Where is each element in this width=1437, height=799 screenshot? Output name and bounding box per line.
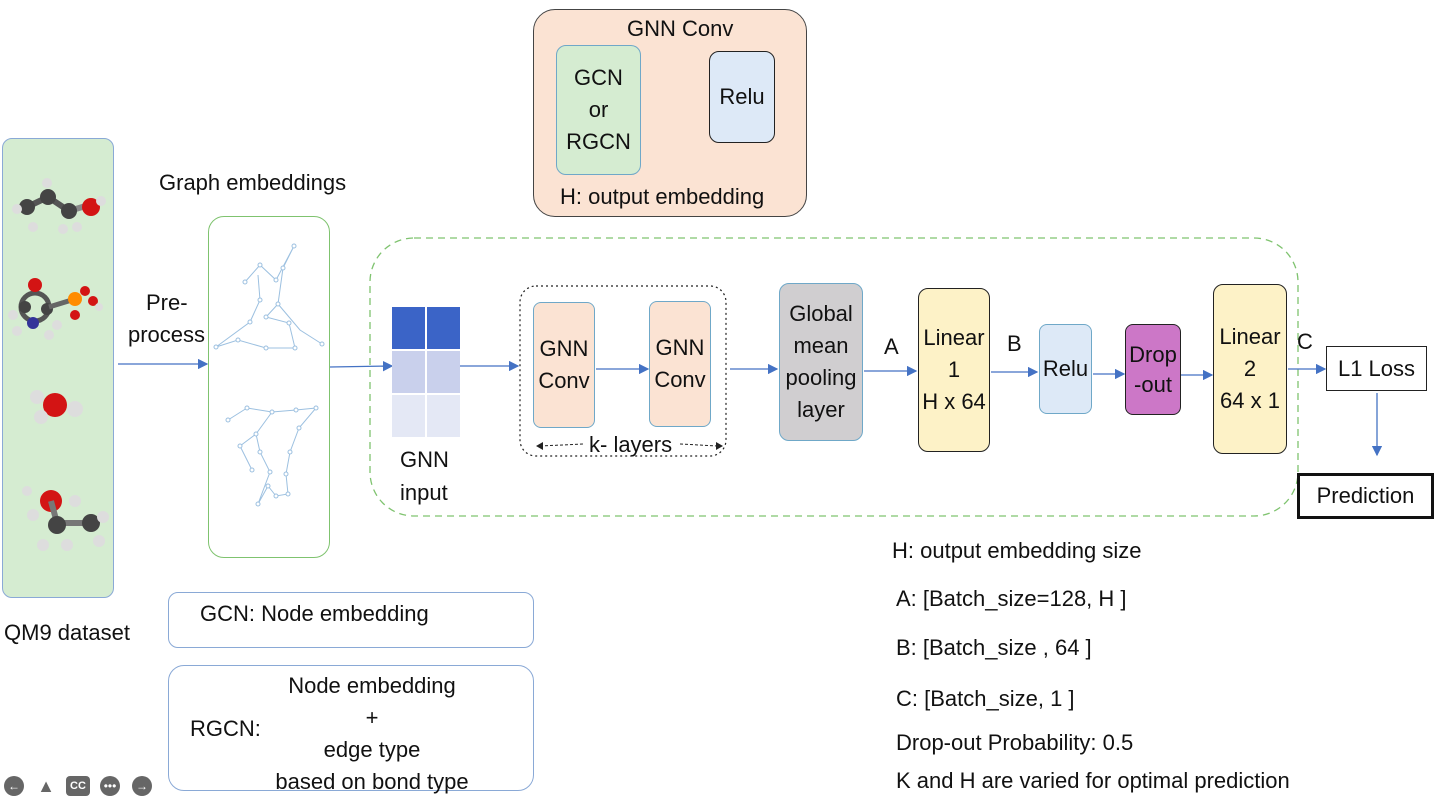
preprocess-label-1: Pre- — [146, 290, 188, 315]
molecule-2 — [8, 278, 103, 340]
l1-loss-box: L1 Loss — [1326, 346, 1427, 391]
edge-label-c: C — [1297, 329, 1313, 354]
gnn-input-label-2: input — [400, 480, 448, 505]
note-a: A: [Batch_size=128, H ] — [896, 586, 1127, 611]
l1-loss-label: L1 Loss — [1337, 355, 1416, 381]
graph-sketch-top — [213, 243, 325, 351]
note-dropout: Drop-out Probability: 0.5 — [896, 730, 1134, 755]
rgcn-line-2: + — [365, 705, 379, 730]
dropout-line-1: Drop — [1129, 341, 1177, 367]
arrow-embeddings-to-input — [329, 360, 394, 372]
gnn-conv-detail-title: GNN Conv — [627, 16, 734, 41]
conv2-line-1: GNN — [655, 335, 705, 360]
gcn-line: GCN — [574, 65, 623, 90]
gnn-conv-layer-1: GNN Conv — [533, 302, 595, 428]
grid-row-1b — [427, 307, 460, 349]
gnn-input-grid — [392, 307, 460, 437]
linear2-line-2: 2 — [1243, 356, 1257, 381]
conv2-line-2: Conv — [654, 367, 706, 392]
prediction-box: Prediction — [1297, 473, 1434, 519]
dataset-panel — [2, 138, 114, 598]
more-icon[interactable]: ••• — [100, 776, 120, 796]
k-layers-box — [519, 285, 727, 457]
gcn-legend-box — [168, 592, 534, 648]
k-layers-label: k- layers — [589, 432, 673, 457]
linear-1-box: Linear 1 H x 64 — [918, 288, 990, 452]
rgcn-line-3: edge type — [323, 737, 421, 762]
molecule-3 — [30, 390, 83, 424]
pooling-box: Global mean pooling layer — [779, 283, 863, 441]
conv1-line-1: GNN — [539, 336, 589, 361]
relu-detail-box: Relu — [709, 51, 775, 143]
linear-2-box: Linear 2 64 x 1 — [1213, 284, 1287, 454]
gnn-conv-detail-caption: H: output embedding — [560, 184, 765, 209]
rgcn-line-1: Node embedding — [288, 673, 456, 698]
gnn-conv-layer-2: GNN Conv — [649, 301, 711, 427]
edge-label-a: A — [884, 334, 899, 359]
pooling-line-1: Global — [789, 301, 853, 326]
pooling-line-2: mean — [793, 333, 849, 358]
relu-label: Relu — [1042, 356, 1089, 381]
note-h: H: output embedding size — [892, 538, 1142, 563]
grid-row-2b — [427, 351, 460, 393]
gcn-or-rgcn-box: GCN or RGCN — [556, 45, 641, 175]
prediction-label: Prediction — [1316, 483, 1415, 508]
pipeline-container — [369, 237, 1299, 517]
graph-embeddings-label: Graph embeddings — [159, 170, 347, 195]
grid-row-3b — [427, 395, 460, 437]
next-icon[interactable]: → — [132, 776, 152, 796]
gnn-input-label-1: GNN — [400, 447, 449, 472]
dropout-line-2: -out — [1134, 371, 1172, 397]
linear1-line-2: 1 — [947, 357, 961, 382]
note-c: C: [Batch_size, 1 ] — [896, 686, 1075, 711]
molecule-1 — [12, 178, 106, 234]
relu-detail-label: Relu — [719, 84, 765, 109]
note-b: B: [Batch_size , 64 ] — [896, 635, 1092, 660]
dropout-box: Drop -out — [1125, 324, 1181, 415]
pooling-line-3: pooling — [785, 365, 857, 390]
edge-label-b: B — [1007, 331, 1022, 356]
grid-row-1a — [392, 307, 425, 349]
grid-row-2a — [392, 351, 425, 393]
linear2-line-3: 64 x 1 — [1220, 388, 1280, 413]
rgcn-legend-prefix: RGCN: — [190, 716, 261, 741]
note-k-h: K and H are varied for optimal predictio… — [896, 768, 1290, 793]
linear1-line-3: H x 64 — [922, 389, 986, 414]
preprocess-label-2: process — [128, 322, 206, 347]
back-icon[interactable]: ← — [4, 776, 24, 796]
molecule-images — [8, 178, 109, 551]
rgcn-line: RGCN — [566, 129, 631, 154]
linear2-line-1: Linear — [1219, 324, 1281, 349]
rgcn-line-4: based on bond type — [275, 769, 469, 794]
conv1-line-2: Conv — [538, 368, 590, 393]
graph-embeddings-panel — [208, 216, 330, 558]
relu-box: Relu — [1039, 324, 1092, 414]
grid-row-3a — [392, 395, 425, 437]
cc-icon[interactable]: CC — [66, 776, 90, 796]
rgcn-legend-box — [168, 665, 534, 791]
rgcn-legend-lines: Node embedding + edge type based on bond… — [262, 670, 482, 798]
gcn-legend-text: GCN: Node embedding — [200, 601, 429, 626]
linear1-line-1: Linear — [923, 325, 985, 350]
dataset-label: QM9 dataset — [4, 620, 130, 645]
graph-sketch-bottom — [225, 405, 319, 507]
or-line: or — [588, 97, 609, 122]
triangle-icon[interactable]: ▲ — [37, 775, 55, 796]
molecule-4 — [22, 486, 109, 551]
pooling-line-4: layer — [797, 397, 845, 422]
